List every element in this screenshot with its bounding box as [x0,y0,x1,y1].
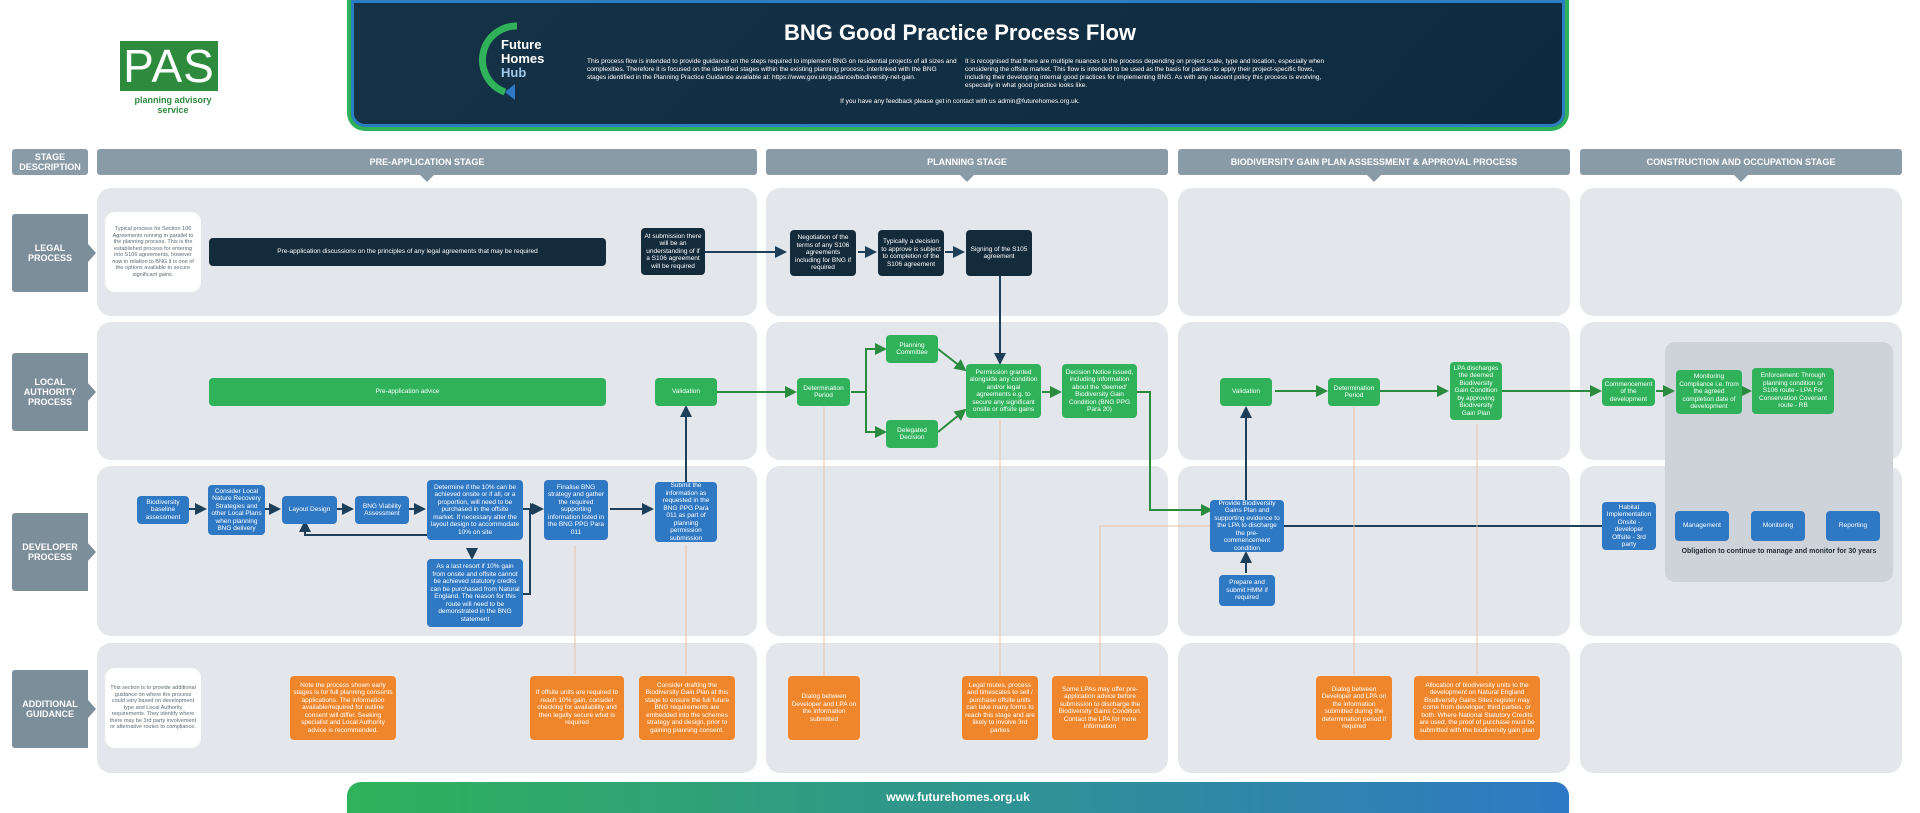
stage-planning: PLANNING STAGE [766,149,1168,182]
header-intro-right: It is recognised that there are multiple… [965,58,1325,89]
legal-signing: Signing of the S105 agreement [966,230,1032,276]
stage-description-header: STAGE DESCRIPTION [12,149,88,175]
stage-planning-label: PLANNING STAGE [927,157,1007,167]
lane-add-construction [1580,643,1902,773]
stage-bgp-approval: BIODIVERSITY GAIN PLAN ASSESSMENT & APPR… [1178,149,1570,182]
dev-layout-design: Layout Design [282,496,337,524]
hub-line2: Homes [501,51,545,66]
guidance-outline-consent: Note the process shown early stages is f… [290,676,396,740]
hub-line1: Future [501,37,542,52]
guidance-draft-bgp: Consider drafting the Biodiversity Gain … [639,676,735,740]
la-validation: Validation [655,378,717,406]
la-determination: Determination Period [797,378,850,406]
hub-line3: Hub [501,65,527,80]
legal-negotiation: Negotiation of the terms of any S106 agr… [790,230,856,276]
dev-determine-10pct: Determine if the 10% can be achieved ons… [427,480,523,540]
la-preapp-advice: Pre-application advice [209,378,606,406]
note-legal: Typical process for Section 106 Agreemen… [105,212,201,292]
obligation-text: Obligation to continue to manage and mon… [1681,548,1877,555]
dev-baseline-assessment: Biodiversity baseline assessment [137,496,189,524]
dev-management[interactable]: Management [1675,511,1729,541]
row-additional-guidance: ADDITIONAL GUIDANCE [12,670,96,748]
stage-pre-application: PRE-APPLICATION STAGE [97,149,757,182]
legal-preapp-discussions: Pre-application discussions on the princ… [209,238,606,266]
stage-construction-label: CONSTRUCTION AND OCCUPATION STAGE [1646,157,1836,167]
note-additional: This section is to provide additional gu… [105,668,201,748]
lane-dev-planning [766,466,1168,636]
row-la-process: LOCAL AUTHORITY PROCESS [12,353,96,431]
legal-decision-subject: Typically a decision to approve is subje… [878,230,944,276]
row-developer-process: DEVELOPER PROCESS [12,513,96,591]
dev-monitoring[interactable]: Monitoring [1751,511,1805,541]
dev-habitat-implementation: Habitat Implementation Onsite - develope… [1602,502,1656,550]
page-title: BNG Good Practice Process Flow [783,20,1137,45]
guidance-dialog-determination: Dialog between Developer and LPA on the … [1316,676,1392,740]
header-intro-left: This process flow is intended to provide… [587,58,957,81]
dev-provide-bgp: Provide Biodiversity Gains Plan and supp… [1210,500,1284,552]
la-permission-granted: Permission granted alongside any conditi… [966,364,1041,418]
guidance-offsite-units: If offsite units are required to reach 1… [530,676,624,740]
guidance-legal-routes: Legal routes, process and timescales to … [962,676,1038,740]
guidance-dialog-submission: Dialog between Developer and LPA on the … [788,676,860,740]
header-feedback: If you have any feedback please get in c… [840,98,1080,105]
la-planning-committee: Planning Committee [886,335,938,363]
la-validation-2: Validation [1220,378,1272,406]
dev-submit-info: Submit the information as requested in t… [655,482,717,542]
lane-legal-bgp [1178,188,1570,316]
la-lpa-discharges: LPA discharges the deemed Biodiversity G… [1450,362,1502,420]
dev-finalise-strategy: Finalise BNG strategy and gather the req… [544,480,608,540]
la-delegated-decision: Delegated Decision [886,420,938,448]
header-banner: Future Homes Hub [347,0,1569,131]
stage-bgp-label: BIODIVERSITY GAIN PLAN ASSESSMENT & APPR… [1230,157,1518,167]
la-decision-notice: Decision Notice issued, including inform… [1062,364,1137,418]
lane-legal-construction [1580,188,1902,316]
la-commencement: Commencement of the development [1602,378,1655,406]
la-monitoring-compliance: Monitoring Compliance i.e. from the agre… [1676,370,1742,414]
pas-logo: PAS [120,41,218,91]
stage-pre-application-label: PRE-APPLICATION STAGE [369,157,485,167]
la-determination-2: Determination Period [1328,378,1380,406]
la-enforcement: Enforcement: Through planning condition … [1752,368,1834,414]
hub-arc-icon [479,22,518,100]
hub-wordmark: Future Homes Hub [501,38,544,80]
dev-bng-viability: BNG Viability Assessment [355,496,409,524]
pas-subtitle: planning advisory service [134,95,212,115]
stage-construction: CONSTRUCTION AND OCCUPATION STAGE [1580,149,1902,182]
legal-at-submission: At submission there will be an understan… [641,228,705,275]
dev-last-resort: As a last resort if 10% gain from onsite… [427,559,523,627]
dev-consider-lnrs: Consider Local Nature Recovery Strategie… [208,485,265,535]
dev-reporting[interactable]: Reporting [1826,511,1880,541]
guidance-allocation-units: Allocation of biodiversity units to the … [1414,676,1540,740]
guidance-lpa-preapp: Some LPAs may offer pre-application advi… [1052,676,1148,740]
row-legal-process: LEGAL PROCESS [12,214,96,292]
footer-url[interactable]: www.futurehomes.org.uk [347,782,1569,813]
dev-prepare-hmmp: Prepare and submit HMM if required [1219,575,1275,606]
